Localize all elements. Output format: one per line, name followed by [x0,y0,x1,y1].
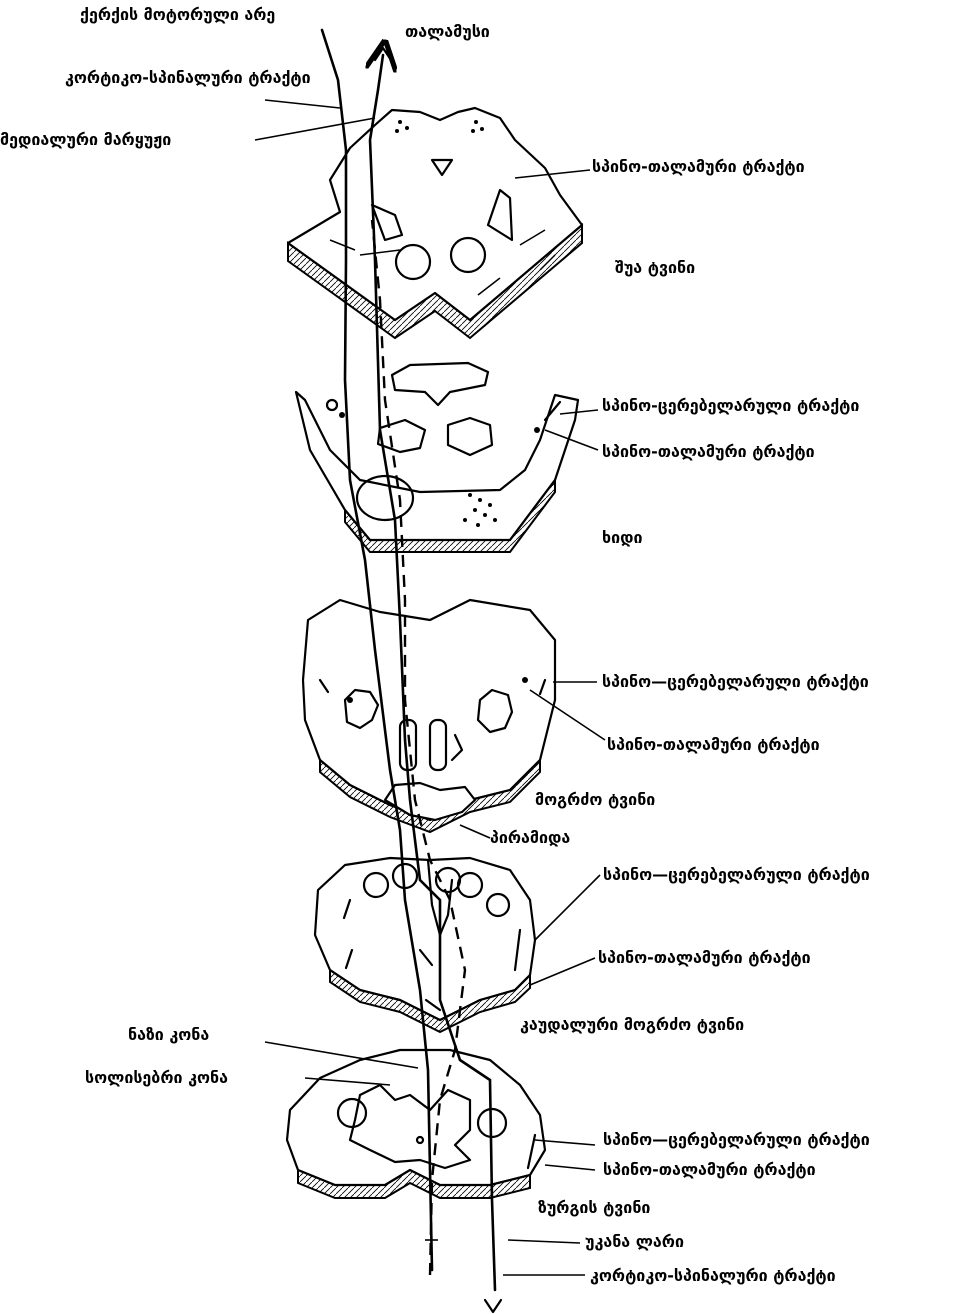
label-spinocerebellar-cord: სპინო—ცერებელარული ტრაქტი [603,1130,870,1150]
label-pyramid: პირამიდა [490,828,570,848]
label-spinothalamic-cord: სპინო-თალამური ტრაქტი [603,1160,816,1180]
label-spinocerebellar-caudal: სპინო—ცერებელარული ტრაქტი [603,865,870,885]
label-cuneate-fasciculus: სოლისებრი კონა [85,1068,228,1088]
label-spinothalamic-pons: სპინო-თალამური ტრაქტი [602,442,815,462]
label-midbrain: შუა ტვინი [615,258,695,278]
label-medial-lemniscus: მედიალური მარყუჟი [0,130,171,150]
label-caudal-medulla: კაუდალური მოგრძო ტვინი [520,1015,744,1035]
label-pons: ხიდი [602,528,642,548]
label-dorsal-root: უკანა ლარი [585,1232,684,1252]
label-spinothalamic-midbrain: სპინო-თალამური ტრაქტი [592,157,805,177]
label-corticospinal-top: კორტიკო-სპინალური ტრაქტი [65,68,311,88]
label-thalamus: თალამუსი [405,22,490,42]
label-spinothalamic-medulla: სპინო-თალამური ტრაქტი [607,735,820,755]
label-spinal-cord: ზურგის ტვინი [538,1198,650,1218]
label-gracile-fasciculus: ნაზი კონა [128,1025,209,1045]
label-spinocerebellar-medulla: სპინო—ცერებელარული ტრაქტი [602,672,869,692]
label-corticospinal-bottom: კორტიკო-სპინალური ტრაქტი [590,1266,836,1286]
label-spinocerebellar-pons: სპინო-ცერებელარული ტრაქტი [602,396,859,416]
label-medulla: მოგრძო ტვინი [535,790,655,810]
label-spinothalamic-caudal: სპინო-თალამური ტრაქტი [598,948,811,968]
label-motor-cortex: ქერქის მოტორული არე [80,5,275,25]
